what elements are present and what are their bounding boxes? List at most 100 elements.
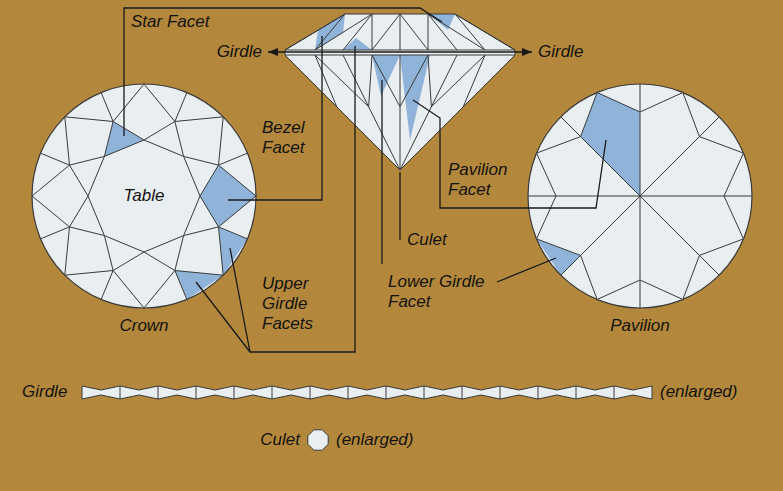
facet-edge — [113, 84, 144, 121]
girdle-tick — [158, 386, 159, 399]
leader-line — [196, 46, 355, 352]
pavilion-facet-highlight — [400, 55, 430, 140]
facet-edge — [640, 84, 641, 196]
facet-edge — [104, 236, 113, 271]
girdle-tick — [538, 386, 539, 399]
facet-edge — [69, 196, 88, 227]
facet-edge — [69, 227, 104, 236]
girdle-arrow-line — [268, 51, 532, 52]
girdle-tick — [386, 386, 387, 399]
facet-edge — [144, 84, 175, 121]
girdle-tick — [576, 386, 577, 399]
facet-edge — [640, 196, 641, 308]
facet-edge — [184, 156, 219, 165]
pavilion-outline — [528, 84, 752, 308]
facet-edge — [431, 55, 485, 107]
girdle-strip — [82, 386, 652, 399]
leader-lines — [124, 8, 606, 352]
facet-edge — [724, 196, 743, 239]
facet-edge — [537, 196, 556, 239]
facet-label: Pavilion Facet — [448, 160, 524, 200]
enlarged-details — [82, 386, 652, 450]
upper-girdle-highlight — [219, 227, 248, 275]
leader-line — [381, 80, 382, 264]
facet-edge — [219, 165, 256, 196]
girdle-tick — [500, 386, 501, 399]
facet-edge — [113, 252, 144, 271]
facet-edge — [428, 14, 485, 50]
table-label: Table — [109, 186, 179, 206]
pavilion-disc — [528, 84, 752, 308]
table-outline — [88, 140, 200, 252]
detail-note: (enlarged) — [336, 430, 414, 450]
facet-edge — [219, 153, 248, 165]
girdle-tick — [424, 386, 425, 399]
girdle-tick — [120, 386, 121, 399]
arrowhead — [268, 48, 278, 56]
facet-edge — [372, 14, 373, 50]
leader-line — [399, 172, 400, 240]
facet-edge — [113, 271, 144, 308]
facet-edge — [343, 14, 372, 50]
facet-edge — [315, 14, 372, 50]
facet-label: Star Facet — [131, 12, 209, 32]
girdle-tick — [462, 386, 463, 399]
facet-edge — [65, 227, 70, 275]
facet-edge — [41, 153, 70, 165]
facet-edge — [640, 196, 752, 197]
girdle-label: Girdle — [217, 42, 262, 62]
facet-edge — [640, 117, 719, 196]
pavilion-view — [528, 84, 752, 308]
facet-edge — [175, 271, 187, 300]
facet-edge — [400, 55, 457, 170]
view-title: Pavilion — [590, 316, 690, 336]
facet-edge — [65, 117, 70, 165]
crown-view — [32, 84, 256, 308]
facet-edge — [65, 117, 113, 122]
facet-edge — [219, 227, 248, 239]
lower-girdle-highlight — [372, 55, 400, 96]
bezel-facet-highlight — [315, 14, 345, 50]
facet-edge — [65, 271, 113, 276]
facet-edge — [372, 55, 400, 107]
facet-label: Bezel Facet — [262, 118, 316, 158]
facet-edge — [724, 153, 743, 196]
facet-edge — [400, 55, 401, 170]
facet-edge — [175, 271, 223, 276]
facet-edge — [640, 93, 683, 112]
facet-edge — [400, 55, 428, 107]
facet-edge — [144, 271, 175, 308]
facet-edge — [597, 280, 640, 299]
facet-edge — [144, 252, 175, 271]
leader-line — [413, 100, 606, 208]
culet-label: Culet — [407, 230, 447, 250]
facet-edge — [104, 121, 113, 156]
detail-note: (enlarged) — [660, 382, 738, 402]
facet-edge — [315, 55, 337, 107]
arrowhead — [522, 48, 532, 56]
facet-edge — [175, 236, 184, 271]
facet-edge — [315, 55, 369, 107]
facet-edge — [315, 14, 345, 50]
pavilion-facet-highlight — [581, 93, 640, 197]
girdle-tick — [272, 386, 273, 399]
facet-edge — [537, 153, 556, 196]
facet-edge — [343, 55, 400, 170]
leader-line — [230, 248, 250, 352]
facet-edge — [175, 117, 223, 122]
facet-edge — [597, 93, 640, 112]
crown-disc — [32, 84, 256, 308]
facet-edge — [428, 14, 429, 50]
facet-edge — [219, 227, 224, 275]
view-title: Crown — [99, 316, 189, 336]
facet-edge — [640, 280, 683, 299]
facet-edge — [428, 14, 457, 50]
facet-edge — [200, 196, 219, 227]
facet-edge — [455, 14, 485, 50]
facet-edge — [561, 117, 640, 196]
facet-edge — [369, 55, 372, 107]
leader-line — [124, 8, 442, 136]
profile-body — [285, 14, 515, 170]
